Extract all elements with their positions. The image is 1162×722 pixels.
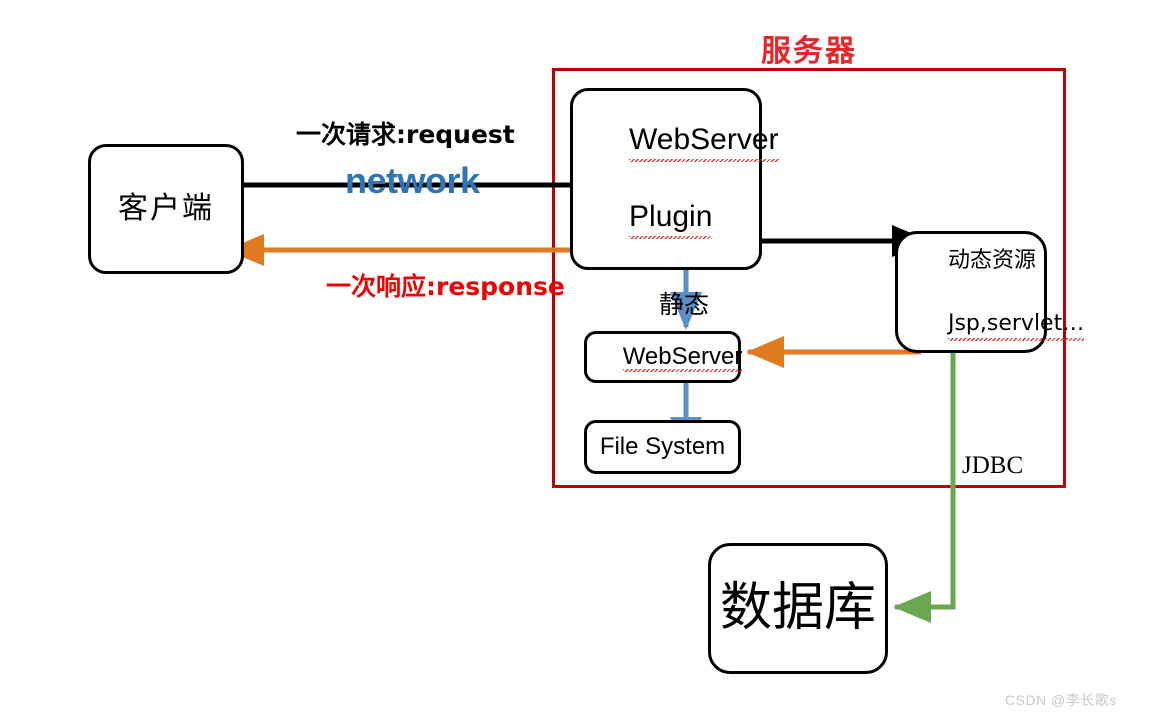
node-database[interactable]: 数据库 (708, 543, 888, 674)
node-file-system[interactable]: File System (584, 420, 741, 474)
node-webserver-plugin-label: WebServer Plugin (579, 83, 779, 275)
node-webserver[interactable]: WebServer (584, 331, 742, 383)
watermark: CSDN @李长歌s (1005, 692, 1117, 708)
edge-label-response: 一次响应:response (326, 272, 565, 301)
node-dynamic-resource-line1: 动态资源 (947, 248, 1036, 274)
node-dynamic-resource[interactable]: 动态资源 Jsp,servlet… (895, 231, 1085, 353)
node-client-label: 客户端 (118, 191, 214, 227)
node-dynamic-resource-line2: Jsp,servlet… (947, 308, 1085, 342)
server-title: 服务器 (761, 34, 857, 69)
node-client[interactable]: 客户端 (88, 144, 244, 274)
node-webserver-plugin-line1: WebServer (629, 121, 779, 163)
edge-label-jdbc: JDBC (962, 452, 1024, 479)
edge-label-network: network (345, 160, 480, 201)
node-dynamic-resource-label: 动态资源 Jsp,servlet… (906, 214, 1085, 370)
node-webserver-plugin-line2: Plugin (629, 198, 713, 240)
server-boundary-box (552, 68, 1066, 488)
node-webserver-label: WebServer (583, 317, 743, 398)
node-webserver-plugin[interactable]: WebServer Plugin (570, 88, 779, 270)
node-database-label: 数据库 (719, 578, 876, 639)
edge-label-static: 静态 (659, 290, 710, 319)
edge-label-request: 一次请求:request (296, 120, 515, 149)
node-file-system-label: File System (599, 432, 726, 460)
node-webserver-label-text: WebServer (622, 342, 743, 373)
